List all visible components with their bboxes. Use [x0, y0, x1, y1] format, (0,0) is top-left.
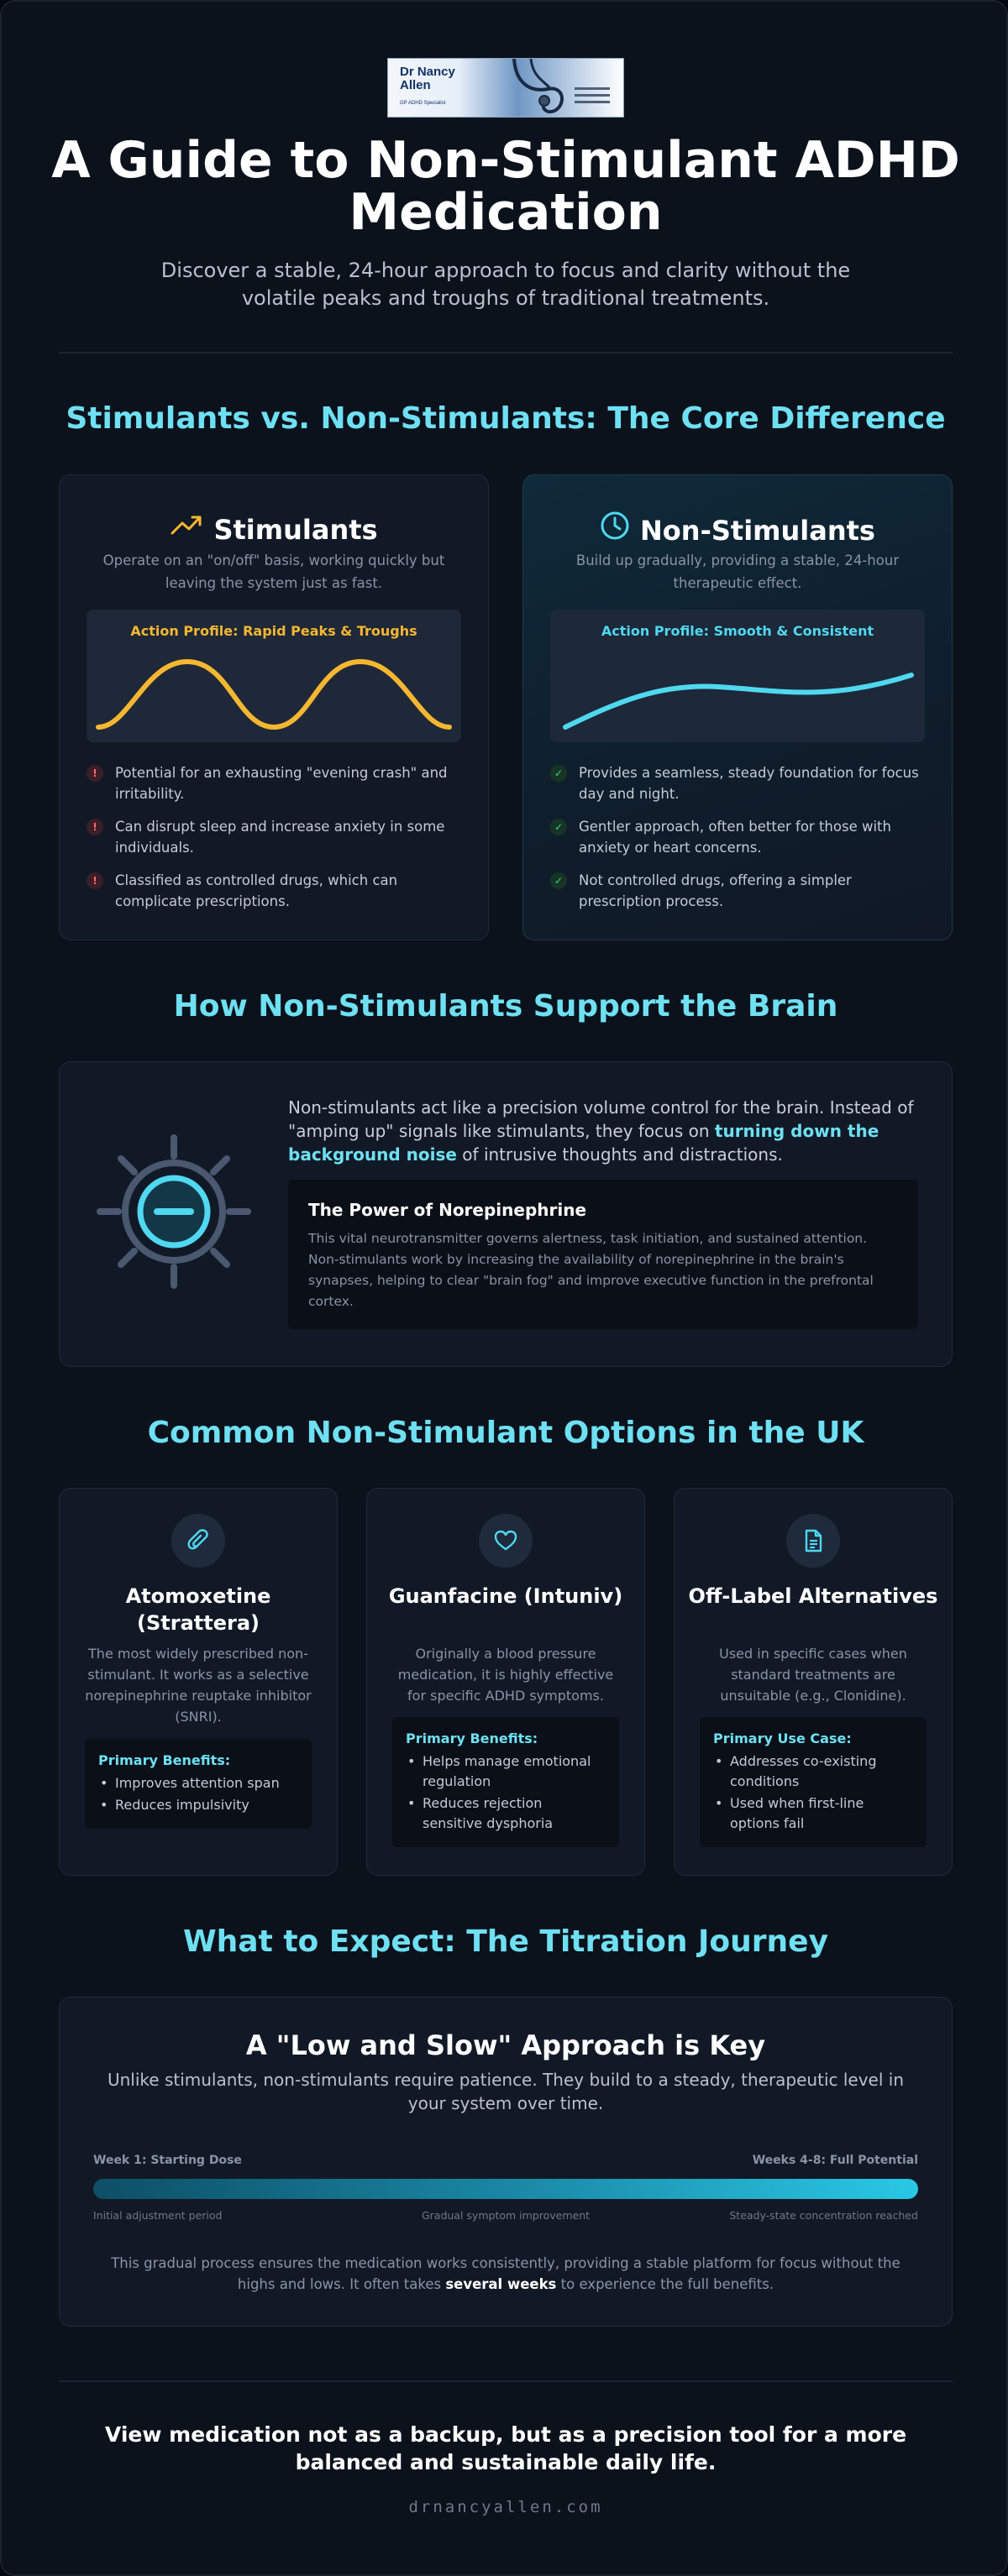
titration-card: A "Low and Slow" Approach is Key Unlike … — [59, 1997, 953, 2327]
divider — [59, 2380, 953, 2382]
option-card-off-label: Off-Label Alternatives Used in specific … — [674, 1488, 953, 1876]
page-subtitle: Discover a stable, 24-hour approach to f… — [160, 259, 851, 310]
check-icon: ✓ — [550, 765, 567, 782]
non-stimulants-smooth-curve — [563, 673, 914, 730]
stimulants-description: Operate on an "on/off" basis, working qu… — [102, 552, 445, 591]
stimulants-points: !Potential for an exhausting "evening cr… — [87, 762, 461, 924]
list-item: Improves attention span — [98, 1773, 298, 1793]
timeline-stage-right: Steady-state concentration reached — [729, 2209, 918, 2222]
logo-name-line1: Dr Nancy — [400, 65, 455, 79]
option-benefits-box: Primary Use Case: Addresses co-existing … — [700, 1717, 927, 1847]
page-title: A Guide to Non-Stimulant ADHD Medication — [51, 131, 960, 242]
logo: Dr Nancy Allen GP ADHD Specialist — [387, 58, 624, 118]
heart-icon — [479, 1514, 533, 1568]
non-stimulants-card: Non-Stimulants Build up gradually, provi… — [522, 474, 953, 940]
stimulants-action-profile: Action Profile: Rapid Peaks & Troughs — [87, 610, 461, 742]
brain-highlight: turning down the background noise — [288, 1121, 879, 1165]
document-icon — [786, 1514, 840, 1568]
check-icon: ✓ — [550, 819, 567, 835]
logo-tagline: GP ADHD Specialist — [400, 101, 446, 106]
stimulants-peaks-curve — [96, 658, 452, 730]
paperclip-icon — [171, 1514, 225, 1568]
non-stimulants-profile-label: Action Profile: Smooth & Consistent — [601, 623, 874, 639]
titration-section-title: What to Expect: The Titration Journey — [182, 1924, 829, 1959]
non-stimulants-card-title: Non-Stimulants — [523, 511, 952, 551]
list-item: ✓Not controlled drugs, offering a simple… — [550, 870, 925, 912]
norepinephrine-title: The Power of Norepinephrine — [308, 1200, 587, 1220]
brain-intro-text: Non-stimulants act like a precision volu… — [288, 1097, 914, 1165]
option-card-guanfacine: Guanfacine (Intuniv) Originally a blood … — [366, 1488, 645, 1876]
brain-card: Non-stimulants act like a precision volu… — [59, 1061, 953, 1367]
comparison-section-title: Stimulants vs. Non-Stimulants: The Core … — [66, 401, 946, 436]
brain-section-title: How Non-Stimulants Support the Brain — [173, 989, 838, 1024]
option-name: Atomoxetine (Strattera) — [125, 1584, 271, 1635]
option-description: Used in specific cases when standard tre… — [719, 1646, 907, 1704]
clock-icon — [600, 510, 630, 547]
option-name: Off-Label Alternatives — [688, 1584, 938, 1608]
non-stimulants-action-profile: Action Profile: Smooth & Consistent — [550, 610, 925, 742]
non-stimulants-description: Build up gradually, providing a stable, … — [575, 552, 900, 591]
timeline-stage-left: Initial adjustment period — [93, 2209, 223, 2222]
list-item: Reduces rejection sensitive dysphoria — [406, 1793, 606, 1834]
timeline-bar — [93, 2179, 918, 2199]
website-link[interactable]: drnancyallen.com — [408, 2498, 603, 2516]
option-benefits-box: Primary Benefits: Improves attention spa… — [85, 1739, 312, 1829]
stimulants-card: Stimulants Operate on an "on/off" basis,… — [59, 474, 489, 940]
check-icon: ✓ — [550, 872, 567, 889]
timeline-start-label: Week 1: Starting Dose — [93, 2154, 242, 2167]
option-card-atomoxetine: Atomoxetine (Strattera) The most widely … — [59, 1488, 338, 1876]
divider — [59, 352, 953, 353]
option-benefits-title: Primary Benefits: — [406, 1730, 538, 1746]
list-item: ✓Provides a seamless, steady foundation … — [550, 762, 925, 804]
stimulants-title-text: Stimulants — [213, 514, 378, 546]
list-item: Helps manage emotional regulation — [406, 1751, 606, 1792]
warning-icon: ! — [87, 765, 103, 782]
list-item: !Classified as controlled drugs, which c… — [87, 870, 461, 912]
non-stimulants-title-text: Non-Stimulants — [640, 515, 875, 547]
options-section-title: Common Non-Stimulant Options in the UK — [147, 1416, 864, 1450]
timeline-end-label: Weeks 4-8: Full Potential — [752, 2154, 918, 2167]
list-item: !Can disrupt sleep and increase anxiety … — [87, 816, 461, 858]
norepinephrine-text: This vital neurotransmitter governs aler… — [308, 1231, 874, 1309]
timeline-stage-mid: Gradual symptom improvement — [421, 2209, 591, 2222]
list-item: Used when first-line options fail — [713, 1793, 913, 1834]
closing-statement: View medication not as a backup, but as … — [104, 2422, 907, 2474]
list-item: ✓Gentler approach, often better for thos… — [550, 816, 925, 858]
option-description: The most widely prescribed non-stimulant… — [85, 1646, 312, 1725]
list-item: Addresses co-existing conditions — [713, 1751, 913, 1792]
titration-subtitle: Unlike stimulants, non-stimulants requir… — [107, 2070, 905, 2113]
stimulants-card-title: Stimulants — [60, 514, 488, 547]
trending-up-icon — [170, 512, 203, 544]
logo-lines — [575, 87, 610, 107]
option-benefits-title: Primary Benefits: — [98, 1752, 231, 1768]
option-description: Originally a blood pressure medication, … — [397, 1646, 614, 1704]
logo-name: Dr Nancy Allen — [400, 65, 455, 92]
stethoscope-icon — [512, 59, 564, 113]
warning-icon: ! — [87, 819, 103, 835]
stimulants-profile-label: Action Profile: Rapid Peaks & Troughs — [130, 623, 417, 639]
norepinephrine-box: The Power of Norepinephrine This vital n… — [288, 1180, 918, 1329]
titration-note: This gradual process ensures the medicat… — [111, 2255, 900, 2292]
non-stimulants-points: ✓Provides a seamless, steady foundation … — [550, 762, 925, 924]
logo-name-line2: Allen — [400, 78, 431, 92]
option-benefits-title: Primary Use Case: — [713, 1730, 852, 1746]
option-benefits-box: Primary Benefits: Helps manage emotional… — [392, 1717, 619, 1847]
list-item: !Potential for an exhausting "evening cr… — [87, 762, 461, 804]
option-name: Guanfacine (Intuniv) — [388, 1584, 623, 1608]
titration-title: A "Low and Slow" Approach is Key — [245, 2029, 766, 2061]
warning-icon: ! — [87, 872, 103, 889]
list-item: Reduces impulsivity — [98, 1795, 298, 1815]
volume-dial-icon — [97, 1134, 251, 1289]
